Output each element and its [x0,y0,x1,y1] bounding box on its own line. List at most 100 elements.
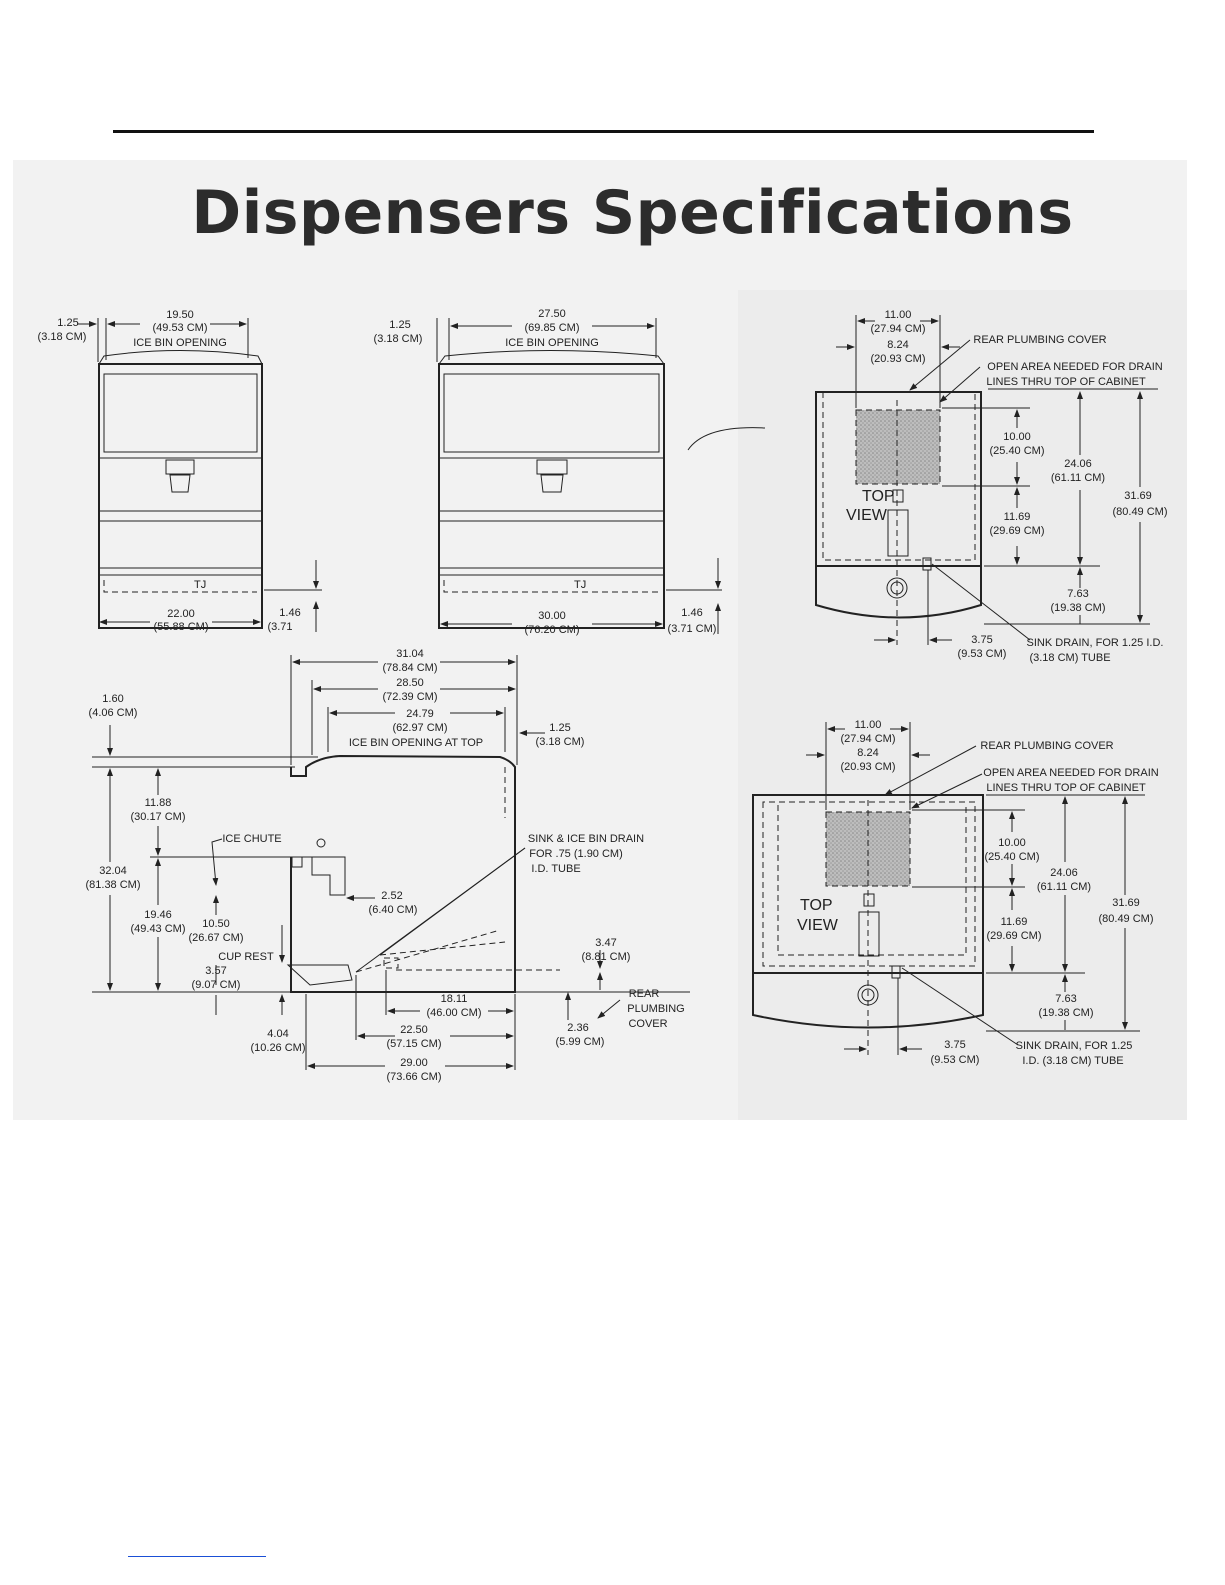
dim-label: (61.11 CM) [1051,472,1105,484]
dim-label: (9.53 CM) [958,648,1007,660]
dim-label: 19.50 [166,309,194,321]
dim-label: 24.06 [1050,867,1078,879]
dim-label: (3.18 CM) [374,333,423,345]
dim-label: (8.81 CM) [582,951,631,963]
dim-label: (5.99 CM) [556,1036,605,1048]
dim-label: 31.69 [1112,897,1140,909]
dim-label: (3.18 CM) [38,331,87,343]
dim-label: (78.84 CM) [382,662,437,674]
rear-label: COVER [628,1018,667,1030]
top-view-2-dims: 11.00 (27.94 CM) 8.24 (20.93 CM) REAR PL… [806,719,1159,1067]
dim-label: ICE BIN OPENING AT TOP [349,737,483,749]
top-view-1-dims: 11.00 (27.94 CM) 8.24 (20.93 CM) REAR PL… [836,309,1168,664]
open-label: OPEN AREA NEEDED FOR DRAIN [983,767,1158,779]
dim-label: (29.69 CM) [986,930,1041,942]
open-label: LINES THRU TOP OF CABINET [986,782,1146,794]
dim-label: 2.52 [381,890,402,902]
dim-label: (49.53 CM) [152,322,207,334]
dim-label: (19.38 CM) [1038,1007,1093,1019]
drain-label: I.D. TUBE [531,863,580,875]
dim-label: (30.17 CM) [130,811,185,823]
view-label: VIEW [846,507,888,524]
dim-label: 11.00 [855,719,882,731]
dim-label: 3.75 [944,1039,965,1051]
dim-label: 10.50 [202,918,230,930]
dim-label: (10.26 CM) [250,1042,305,1054]
svg-text:TJ: TJ [574,579,586,591]
dim-label: 1.25 [57,317,78,329]
dim-label: 19.46 [144,909,172,921]
side-dims: 31.04 (78.84 CM) 28.50 (72.39 CM) 24.79 … [85,648,684,1083]
dim-label: 3.75 [971,634,992,646]
dim-label: 8.24 [857,747,878,759]
dim-label: (69.85 CM) [524,322,579,334]
sink-label: SINK DRAIN, FOR 1.25 [1016,1040,1133,1052]
view-label: VIEW [797,917,839,934]
rear-cover-label: REAR PLUMBING COVER [980,740,1113,752]
dim-label: 22.00 [167,608,195,620]
dim-label: 24.79 [406,708,434,720]
dim-label: 30.00 [538,610,566,622]
dim-label: ICE BIN OPENING [505,337,599,349]
dim-label: (4.06 CM) [89,707,138,719]
dim-label: (3.71 CM) [668,623,717,635]
open-label: LINES THRU TOP OF CABINET [986,376,1146,388]
dim-label: 2.36 [567,1022,588,1034]
dim-label: (25.40 CM) [984,851,1039,863]
dim-label: (9.53 CM) [931,1054,980,1066]
open-label: OPEN AREA NEEDED FOR DRAIN [987,361,1162,373]
front-large-dims: 1.25 (3.18 CM) 27.50 (69.85 CM) ICE BIN … [374,308,766,636]
dim-label: (81.38 CM) [85,879,140,891]
dim-label: (55.88 CM) [153,621,208,633]
dim-label: (72.39 CM) [382,691,437,703]
dim-label: 10.00 [998,837,1026,849]
dim-label: (49.43 CM) [130,923,185,935]
rear-label: REAR [629,988,660,1000]
dim-label: 1.46 [279,607,300,619]
footer-link-underline[interactable] [128,1556,266,1557]
dim-label: (6.40 CM) [369,904,418,916]
sink-label: SINK DRAIN, FOR 1.25 I.D. [1027,637,1164,649]
dim-label: (46.00 CM) [426,1007,481,1019]
dim-label: 3.47 [595,937,616,949]
dim-label: 10.00 [1003,431,1031,443]
dim-label: (57.15 CM) [386,1038,441,1050]
dim-label: (9.07 CM) [192,979,241,991]
dim-label: 31.69 [1124,490,1152,502]
dim-label: 27.50 [538,308,566,320]
dim-label: 8.24 [887,339,908,351]
dim-label: 1.46 [681,607,702,619]
front-view-small: TJ [98,350,263,629]
dim-label: 1.60 [102,693,123,705]
dim-label: 22.50 [400,1024,428,1036]
dim-label: (26.67 CM) [188,932,243,944]
dim-label: 18.11 [441,993,468,1005]
dim-label: 29.00 [400,1057,428,1069]
dim-label: 7.63 [1067,588,1088,600]
dim-label: 28.50 [396,677,424,689]
dim-label: (20.93 CM) [840,761,895,773]
dim-label: 11.88 [145,797,172,809]
dim-label: (80.49 CM) [1098,913,1153,925]
dim-label: 1.25 [389,319,410,331]
front-small-dims: 1.25 (3.18 CM) 19.50 (49.53 CM) ICE BIN … [38,309,322,633]
dim-label: 31.04 [396,648,424,660]
dim-label: (3.71 [267,621,292,633]
top-rule [113,130,1094,133]
dim-label: 1.25 [549,722,570,734]
top-view-1: TOP VIEW [815,391,982,645]
chute-label: ICE CHUTE [222,833,281,845]
sink-label: I.D. (3.18 CM) TUBE [1022,1055,1123,1067]
dim-label: (19.38 CM) [1050,602,1105,614]
dim-label: (3.18 CM) [536,736,585,748]
cup-label: CUP REST [218,951,274,963]
top-view-2: TOP VIEW [752,794,984,1055]
dim-label: 7.63 [1055,993,1076,1005]
dim-label: (80.49 CM) [1112,506,1167,518]
drain-label: FOR .75 (1.90 CM) [529,848,623,860]
rear-label: PLUMBING [627,1003,684,1015]
dim-label: 11.69 [1001,916,1028,928]
dim-label: 11.00 [885,309,912,321]
svg-text:TJ: TJ [194,579,206,591]
